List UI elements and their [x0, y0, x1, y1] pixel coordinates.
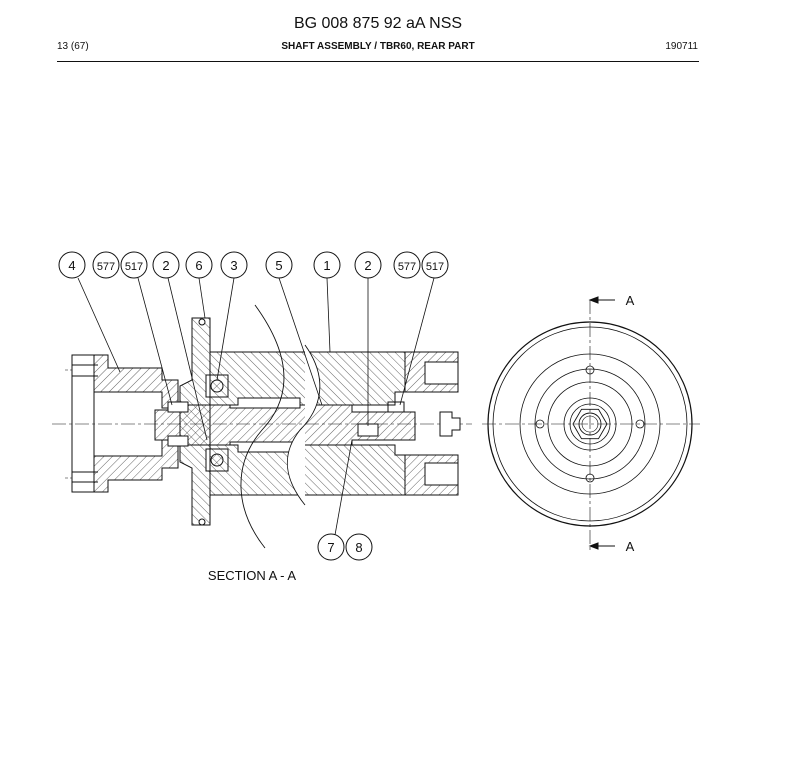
svg-text:517: 517 — [125, 261, 143, 273]
balloons-top: 4 577 517 2 6 3 5 1 2 577 517 — [58, 251, 449, 279]
section-label: SECTION A - A — [208, 568, 296, 583]
shaft-part-1 — [154, 401, 416, 447]
balloon-577b: 577 — [393, 251, 421, 279]
svg-text:517: 517 — [426, 261, 444, 273]
section-marker-top — [588, 296, 615, 304]
section-marker-bottom — [588, 542, 615, 550]
end-view — [482, 296, 700, 550]
balloon-517: 517 — [120, 251, 148, 279]
section-marker-label-top: A — [626, 293, 635, 308]
document-title: BG 008 875 92 aA NSS — [293, 15, 463, 32]
balloon-6: 6 — [185, 251, 213, 279]
balloon-2b: 2 — [354, 251, 382, 279]
document-code: 190711 — [665, 41, 698, 52]
balloon-5: 5 — [265, 251, 293, 279]
balloon-577: 577 — [92, 251, 120, 279]
svg-text:7: 7 — [327, 540, 334, 555]
svg-text:8: 8 — [355, 540, 362, 555]
svg-text:3: 3 — [230, 258, 237, 273]
balloon-1: 1 — [313, 251, 341, 279]
svg-text:5: 5 — [275, 258, 282, 273]
balloons-bottom: 7 8 — [317, 533, 373, 561]
section-marker-label-bottom: A — [626, 539, 635, 554]
balloon-4: 4 — [58, 251, 86, 279]
section-view — [52, 277, 472, 549]
balloon-2: 2 — [152, 251, 180, 279]
svg-text:4: 4 — [68, 258, 75, 273]
header-rule — [57, 61, 699, 62]
page-number: 13 (67) — [57, 41, 89, 52]
svg-text:2: 2 — [162, 258, 169, 273]
svg-text:2: 2 — [364, 258, 371, 273]
page-heading: SHAFT ASSEMBLY / TBR60, REAR PART — [281, 41, 475, 52]
hub-part-4 — [65, 354, 179, 493]
balloon-517b: 517 — [421, 251, 449, 279]
leader-lines — [77, 277, 435, 536]
svg-text:577: 577 — [398, 261, 416, 273]
balloon-8: 8 — [345, 533, 373, 561]
balloon-3: 3 — [220, 251, 248, 279]
balloon-7: 7 — [317, 533, 345, 561]
svg-text:1: 1 — [323, 258, 330, 273]
svg-text:6: 6 — [195, 258, 202, 273]
svg-text:577: 577 — [97, 261, 115, 273]
